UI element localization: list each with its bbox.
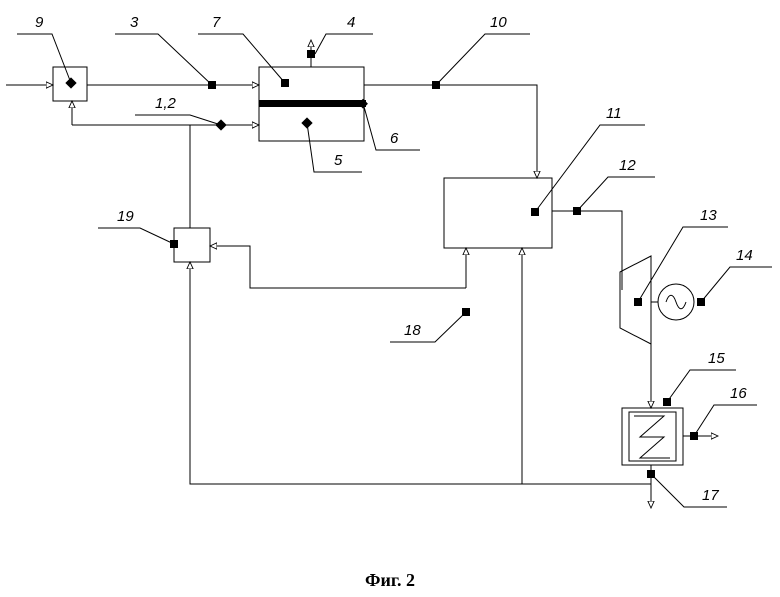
- label-11: 11: [606, 105, 622, 122]
- label-16: 16: [730, 385, 747, 402]
- leader-18: [390, 312, 466, 342]
- leader-12-line: [135, 115, 221, 125]
- leader-15: [667, 370, 736, 402]
- line-12: [552, 211, 622, 290]
- leader-16: [694, 405, 757, 436]
- leader-4: [315, 34, 373, 54]
- leader-3: [115, 34, 212, 85]
- leader-14: [701, 267, 772, 302]
- leader-19: [98, 228, 174, 244]
- label-12: 12: [619, 157, 636, 174]
- membrane-6: [259, 100, 366, 107]
- line-18-to-19: [210, 246, 466, 288]
- label-19: 19: [117, 208, 134, 225]
- label-5: 5: [334, 152, 343, 169]
- label-10: 10: [490, 14, 507, 31]
- label-9: 9: [35, 14, 44, 31]
- label-17: 17: [702, 487, 719, 504]
- label-12-line: 1,2: [155, 95, 177, 112]
- label-18: 18: [404, 322, 421, 339]
- point-4: [307, 50, 315, 58]
- leader-12: [577, 177, 655, 211]
- label-14: 14: [736, 247, 753, 264]
- label-4: 4: [347, 14, 355, 31]
- label-15: 15: [708, 350, 725, 367]
- label-6: 6: [390, 130, 399, 147]
- label-7: 7: [212, 14, 221, 31]
- leader-10: [436, 34, 530, 85]
- figure-caption: Фиг. 2: [365, 570, 415, 590]
- block-19: [174, 228, 210, 262]
- return-bottom: [190, 262, 651, 484]
- label-3: 3: [130, 14, 139, 31]
- label-13: 13: [700, 207, 717, 224]
